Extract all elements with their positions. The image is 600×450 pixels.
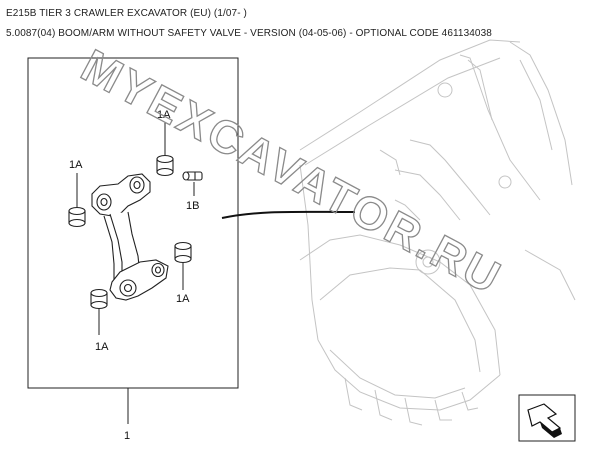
callout-bushing-right: 1A	[176, 293, 190, 305]
parts-group-frame	[27, 57, 239, 389]
callout-pin: 1B	[186, 200, 199, 212]
callout-bushing-top: 1A	[157, 109, 171, 121]
callout-main-part: 1	[124, 430, 130, 442]
location-pointer-line	[221, 210, 356, 219]
leader-lines	[76, 122, 195, 424]
bushing-left	[68, 206, 86, 228]
bushing-right	[174, 241, 192, 264]
page-turn-arrow-icon[interactable]	[518, 394, 576, 442]
bushing-top	[156, 154, 174, 177]
callout-bushing-left: 1A	[69, 159, 83, 171]
page-subtitle: 5.0087(04) BOOM/ARM WITHOUT SAFETY VALVE…	[6, 28, 492, 39]
callout-bushing-bottom: 1A	[95, 341, 109, 353]
link-arm-part	[91, 173, 169, 301]
excavator-outline	[299, 39, 576, 426]
bushing-bottom	[90, 288, 108, 310]
page-title: E215B TIER 3 CRAWLER EXCAVATOR (EU) (1/0…	[6, 8, 247, 19]
grease-fitting-pin	[182, 171, 203, 181]
